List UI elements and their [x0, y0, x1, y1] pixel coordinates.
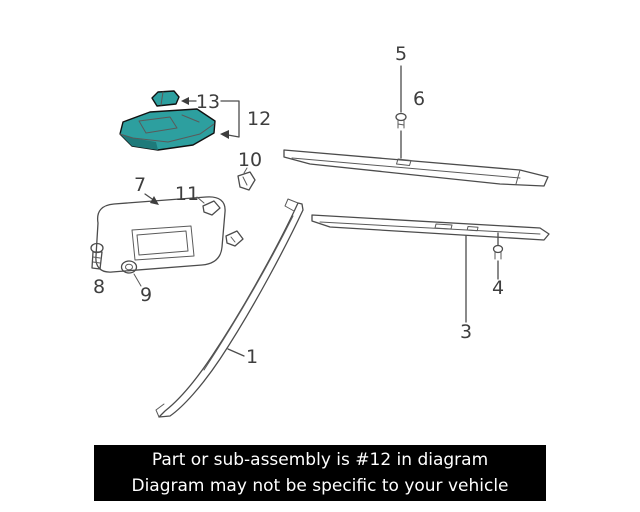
callout-13: 13 — [196, 91, 220, 113]
caption-banner: Part or sub-assembly is #12 in diagram D… — [94, 445, 546, 501]
callout-13-arrow — [181, 97, 197, 105]
part-sketch-a-pillar-trim — [155, 198, 304, 418]
part-sketch-lower-trim — [311, 214, 550, 241]
callout-11: 11 — [175, 183, 199, 205]
caption-line-1: Part or sub-assembly is #12 in diagram — [151, 450, 489, 470]
callout-4: 4 — [492, 277, 504, 299]
callout-1: 1 — [246, 346, 258, 368]
caption-line-2: Diagram may not be specific to your vehi… — [131, 476, 509, 496]
callout-9: 9 — [140, 284, 152, 306]
callout-1-leader — [227, 348, 245, 357]
callout-10: 10 — [238, 149, 262, 171]
clip-icon — [237, 167, 256, 191]
clip-icon — [225, 230, 244, 247]
callout-12-bracket — [220, 100, 240, 139]
callout-3: 3 — [460, 321, 472, 343]
callout-7-arrow — [144, 193, 159, 205]
highlighted-part-12-overhead-console — [119, 108, 216, 151]
grommet-icon — [120, 260, 142, 287]
part-sketch-upper-trim — [283, 149, 549, 187]
callout-5: 5 — [395, 43, 407, 65]
part-sketch-sun-visor — [95, 196, 226, 273]
callout-7: 7 — [134, 174, 146, 196]
callout-12: 12 — [247, 108, 271, 130]
screw-icon — [395, 112, 407, 129]
clip-icon — [492, 244, 504, 260]
callout-6: 6 — [413, 88, 425, 110]
highlighted-part-13 — [151, 90, 180, 107]
clip-icon — [196, 196, 221, 216]
callout-8: 8 — [93, 276, 105, 298]
screw-icon — [90, 242, 104, 270]
